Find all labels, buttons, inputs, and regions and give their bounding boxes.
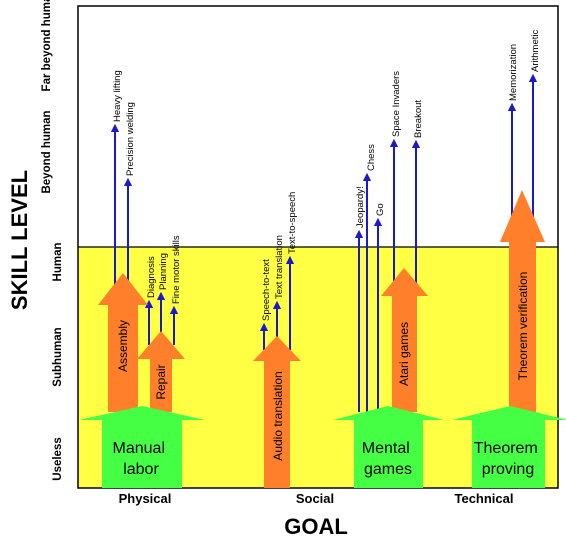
theorem-proving-label-line2: proving: [482, 461, 534, 478]
planning-label: Planning: [158, 253, 169, 290]
assembly-label: Assembly: [116, 320, 130, 372]
mental-games-label: Mental games: [362, 440, 414, 478]
manual-labor-label-line2: labor: [123, 461, 159, 478]
audio-translation-arrow: [253, 336, 301, 488]
level-label-human: Human: [52, 243, 64, 282]
level-label-useless: Useless: [52, 437, 64, 480]
goal-label-social: Social: [296, 491, 334, 506]
thin-arrow-labels: Heavy lifting Precision welding Diagnosi…: [112, 30, 541, 321]
goal-label-physical: Physical: [119, 491, 172, 506]
mental-games-base: [333, 406, 444, 488]
theorem-verification-label: Theorem verification: [516, 272, 530, 381]
speech-to-text-label: Speech-to-text: [261, 259, 272, 321]
repair-label: Repair: [154, 364, 168, 399]
atari-games-label: Atari games: [397, 322, 411, 386]
space-invaders-label: Space Invaders: [391, 71, 402, 137]
level-label-subhuman: Subhuman: [52, 327, 64, 386]
precision-welding-label: Precision welding: [125, 102, 136, 176]
theorem-proving-base: [452, 406, 566, 488]
level-label-beyond-human: Beyond human: [41, 110, 53, 193]
mental-games-label-line2: games: [364, 461, 412, 478]
goal-label-technical: Technical: [454, 491, 513, 506]
jeopardy-label: Jeopardy!: [355, 186, 366, 228]
heavy-lifting-label: Heavy lifting: [112, 70, 123, 122]
theorem-verification-arrow: [500, 190, 545, 412]
memorization-label: Memorization: [508, 44, 519, 101]
mental-games-label-line1: Mental: [362, 440, 410, 457]
fine-motor-skills-label: Fine motor skills: [171, 235, 182, 304]
y-axis-title: SKILL LEVEL: [7, 170, 32, 310]
plot-frame: [77, 5, 559, 489]
arithmetic-label: Arithmetic: [530, 30, 541, 72]
manual-labor-base: [79, 406, 205, 488]
level-label-beyond-human-text: Beyond human: [41, 110, 53, 193]
assembly-arrow: [98, 273, 148, 412]
manual-labor-label-line1: Manual: [113, 440, 165, 457]
atari-games-arrow: [381, 268, 428, 412]
breakout-label: Breakout: [413, 100, 424, 138]
x-axis-title: GOAL: [284, 514, 348, 539]
theorem-proving-label: Theorem proving: [474, 440, 542, 478]
audio-translation-label: Audio translation: [271, 371, 285, 460]
go-label: Go: [375, 203, 386, 216]
level-label-far-beyond-human: Far beyond human: [41, 0, 53, 91]
repair-arrow: [137, 331, 185, 412]
chess-label: Chess: [366, 144, 377, 171]
theorem-proving-label-line1: Theorem: [474, 440, 538, 457]
text-translation-label: Text translation: [274, 235, 285, 299]
text-to-speech-label: Text-to-speech: [287, 192, 298, 254]
diagnosis-label: Diagnosis: [146, 256, 157, 298]
manual-labor-label: Manual labor: [113, 440, 170, 478]
level-label-far-beyond-human-text: Far beyond human: [41, 0, 53, 91]
